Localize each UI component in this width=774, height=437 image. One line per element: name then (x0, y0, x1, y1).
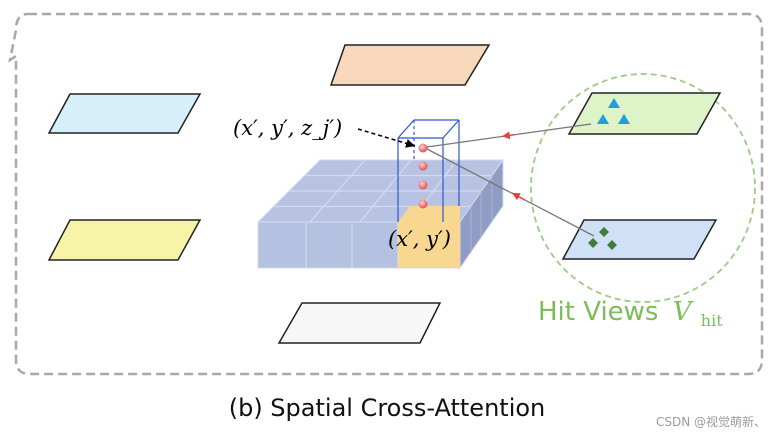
hit-view-blue (561, 219, 718, 260)
camera-view-left-bottom (47, 219, 202, 261)
figure-caption: (b) Spatial Cross-Attention (228, 394, 546, 422)
watermark: CSDN @视觉萌新、 (655, 415, 766, 429)
query-label-arrow (357, 128, 416, 148)
dashed-frame (8, 12, 764, 376)
reference-points (418, 143, 428, 209)
query-pillar (397, 119, 460, 222)
triangle-icon (597, 98, 630, 124)
arrow-top (501, 131, 516, 140)
camera-view-top (329, 44, 491, 86)
query-point-label: (x′, y′, z_j′) (233, 116, 342, 140)
diamond-icon (588, 227, 617, 250)
projection-line-bottom (426, 148, 595, 237)
bev-grid (256, 158, 504, 270)
hit-views-label: Hit Views V hit (538, 297, 723, 330)
camera-view-left-top (47, 93, 202, 134)
arrow-bottom (511, 192, 526, 201)
camera-view-bottom (277, 302, 442, 344)
bev-point-label: (x′, y′) (388, 227, 451, 251)
hit-views-circle (530, 73, 756, 303)
hit-view-green (567, 92, 722, 135)
